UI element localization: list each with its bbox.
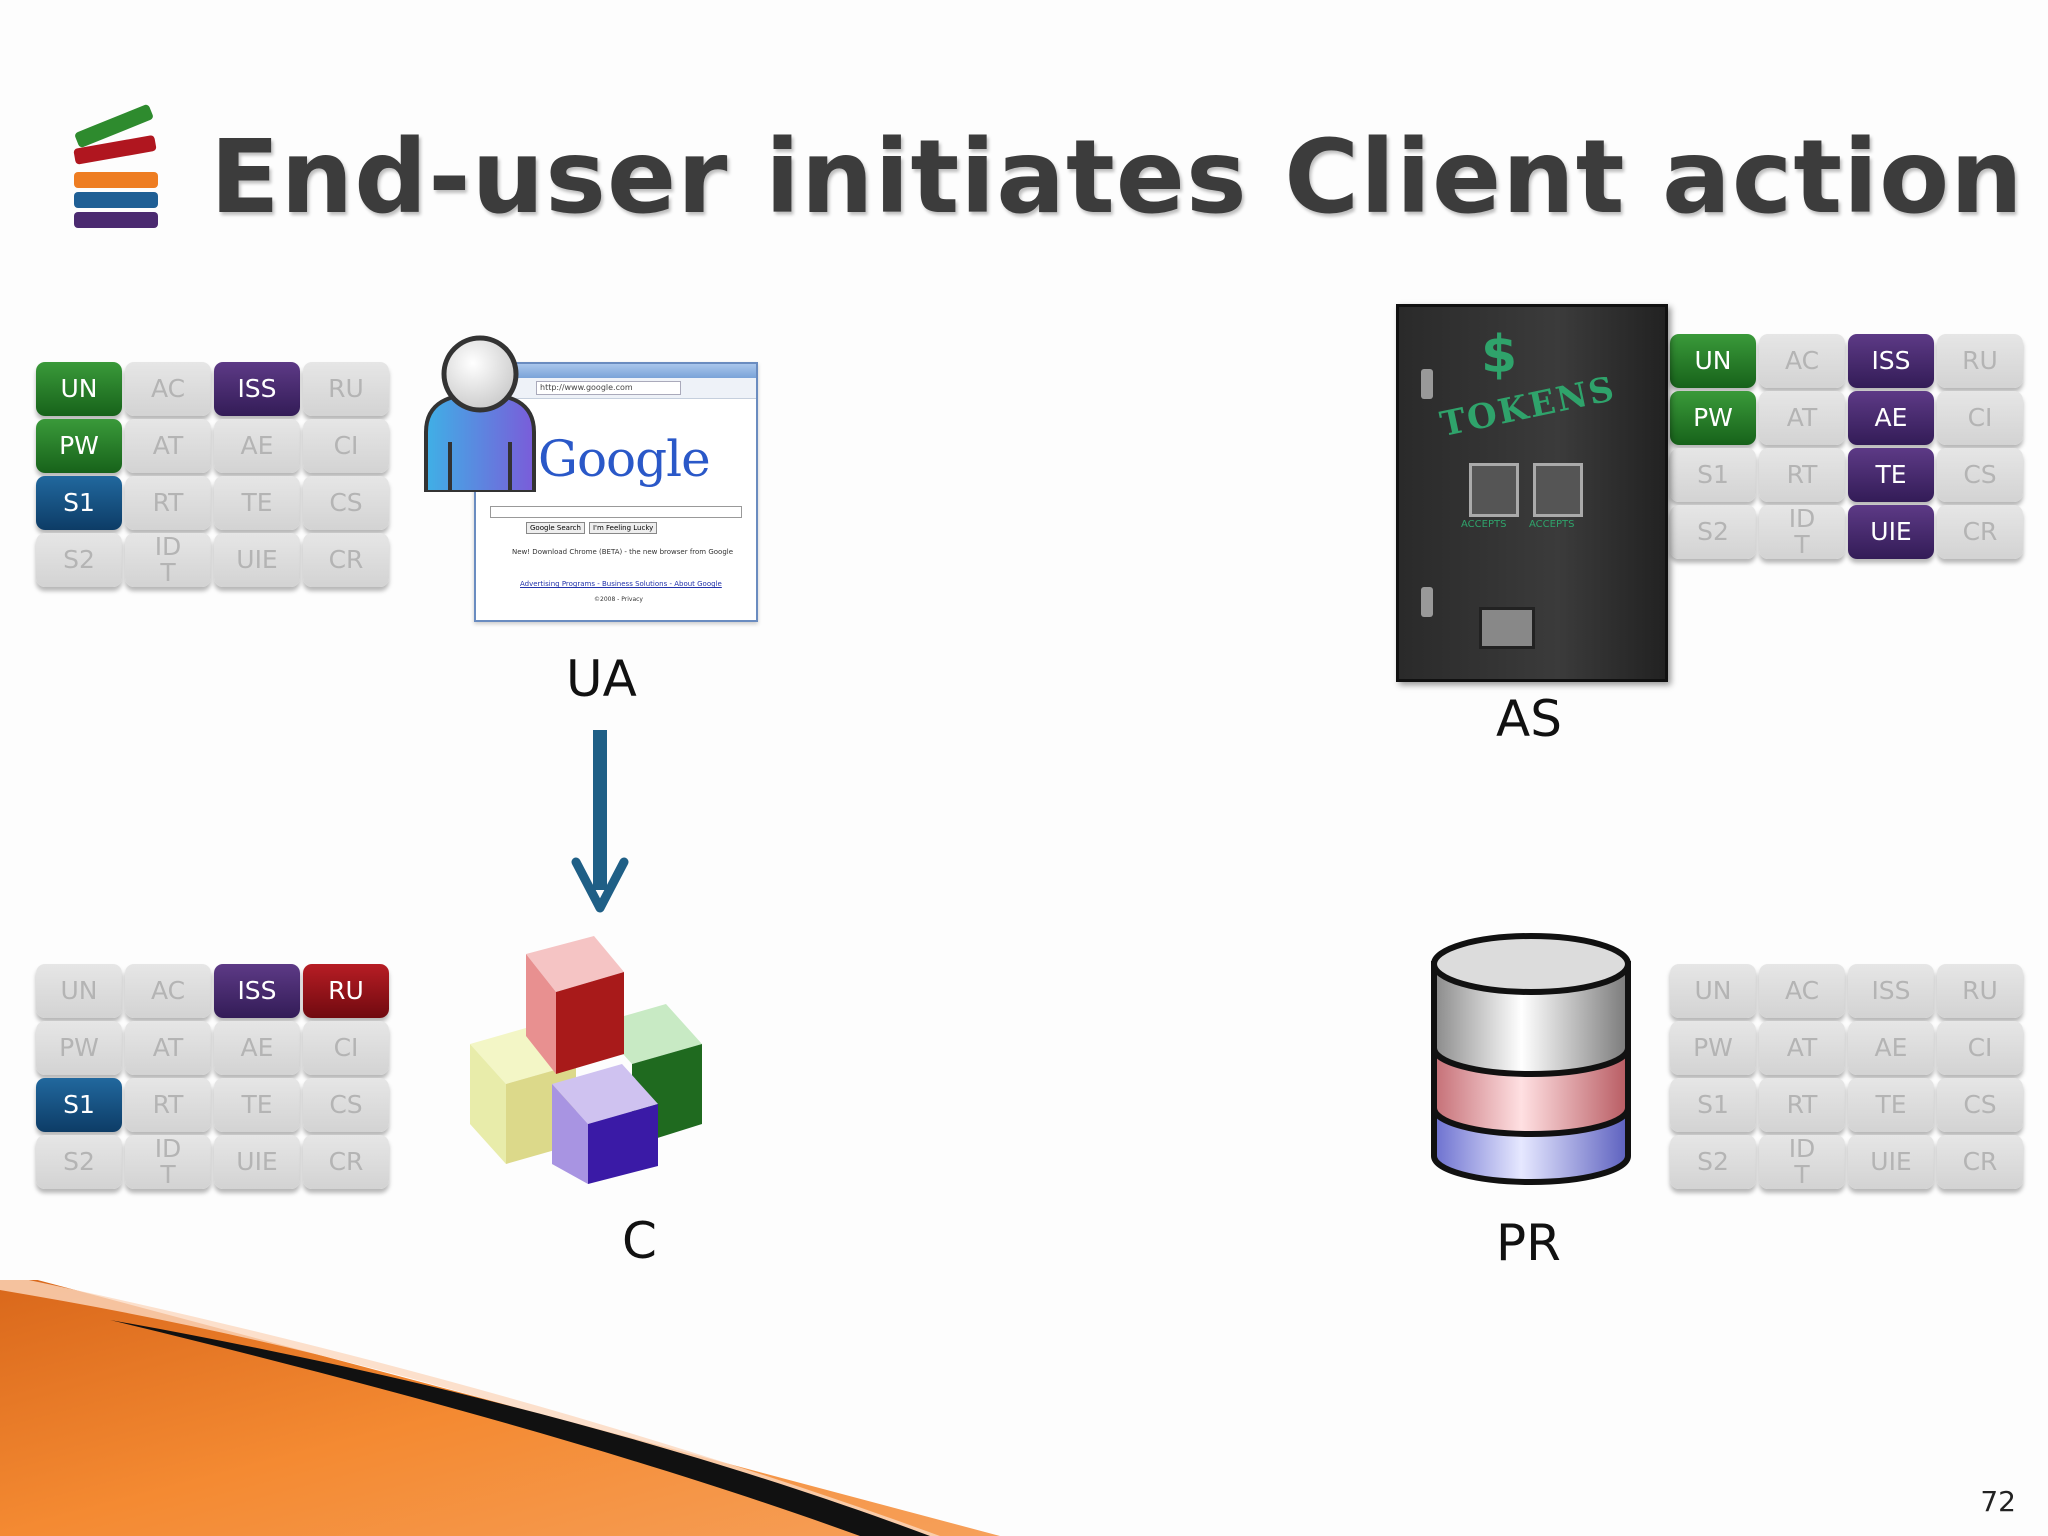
token-tile-uie: UIE: [214, 1135, 300, 1189]
cubes-icon: [470, 936, 702, 1184]
token-tile-ru: RU: [303, 964, 389, 1018]
token-tile-s2: S2: [1670, 1135, 1756, 1189]
token-tile-ci: CI: [303, 419, 389, 473]
token-tile-un: UN: [1670, 334, 1756, 388]
token-tile-iss: ISS: [1848, 334, 1934, 388]
token-tile-ae: AE: [1848, 391, 1934, 445]
token-tile-s2: S2: [1670, 505, 1756, 559]
token-tile-pw: PW: [36, 1021, 122, 1075]
token-tile-iss: ISS: [214, 964, 300, 1018]
token-tile-at: AT: [125, 1021, 211, 1075]
token-tile-cr: CR: [1937, 1135, 2023, 1189]
token-tile-at: AT: [125, 419, 211, 473]
token-tile-ae: AE: [1848, 1021, 1934, 1075]
label-ua: UA: [566, 650, 637, 708]
token-tile-rt: RT: [125, 476, 211, 530]
token-tile-s2: S2: [36, 533, 122, 587]
token-tile-uie: UIE: [1848, 505, 1934, 559]
browser-links[interactable]: Advertising Programs - Business Solution…: [520, 580, 722, 588]
dollar-sign: $: [1481, 325, 1518, 385]
browser-promo: New! Download Chrome (BETA) - the new br…: [512, 548, 734, 556]
token-tile-un: UN: [36, 964, 122, 1018]
token-tile-ru: RU: [303, 362, 389, 416]
token-tile-s1: S1: [1670, 1078, 1756, 1132]
token-tile-ae: AE: [214, 419, 300, 473]
token-tile-idt: ID T: [125, 533, 211, 587]
token-tile-iss: ISS: [1848, 964, 1934, 1018]
token-tile-pw: PW: [1670, 391, 1756, 445]
token-tile-idt: ID T: [1759, 1135, 1845, 1189]
database-icon: [1431, 933, 1631, 1185]
token-tile-s1: S1: [36, 476, 122, 530]
token-tile-te: TE: [1848, 1078, 1934, 1132]
label-as: AS: [1496, 690, 1562, 748]
token-tile-ru: RU: [1937, 334, 2023, 388]
token-tile-s1: S1: [1670, 448, 1756, 502]
slot-label-right: ACCEPTS: [1529, 519, 1575, 530]
token-tile-cr: CR: [303, 533, 389, 587]
token-tile-ci: CI: [1937, 391, 2023, 445]
down-arrow-icon: [571, 730, 629, 913]
token-tile-ae: AE: [214, 1021, 300, 1075]
user-icon: [424, 335, 536, 492]
token-tile-s2: S2: [36, 1135, 122, 1189]
token-tile-ru: RU: [1937, 964, 2023, 1018]
token-tile-un: UN: [36, 362, 122, 416]
browser-logo: Google: [538, 430, 711, 488]
token-tile-cr: CR: [303, 1135, 389, 1189]
page-number: 72: [1980, 1485, 2016, 1518]
token-tile-cs: CS: [1937, 448, 2023, 502]
slot-label-left: ACCEPTS: [1461, 519, 1507, 530]
token-tile-idt: ID T: [1759, 505, 1845, 559]
token-tile-uie: UIE: [1848, 1135, 1934, 1189]
token-tile-ac: AC: [1759, 334, 1845, 388]
token-tile-ac: AC: [125, 964, 211, 1018]
label-pr: PR: [1496, 1214, 1561, 1272]
token-tile-uie: UIE: [214, 533, 300, 587]
token-tile-cs: CS: [303, 1078, 389, 1132]
token-tile-ci: CI: [1937, 1021, 2023, 1075]
token-tile-at: AT: [1759, 1021, 1845, 1075]
token-tile-rt: RT: [125, 1078, 211, 1132]
token-tile-un: UN: [1670, 964, 1756, 1018]
token-tile-idt: ID T: [125, 1135, 211, 1189]
token-tile-ac: AC: [1759, 964, 1845, 1018]
token-tile-ci: CI: [303, 1021, 389, 1075]
machine-brand: TOKENS: [1436, 368, 1620, 446]
token-tile-iss: ISS: [214, 362, 300, 416]
label-c: C: [622, 1212, 657, 1270]
token-tile-rt: RT: [1759, 448, 1845, 502]
slide-title: End-user initiates Client action: [210, 118, 2024, 237]
token-machine-image: $ TOKENS ACCEPTS ACCEPTS: [1396, 304, 1668, 682]
lucky-button[interactable]: I'm Feeling Lucky: [588, 522, 658, 534]
token-tile-te: TE: [214, 476, 300, 530]
token-tile-cs: CS: [303, 476, 389, 530]
token-tile-rt: RT: [1759, 1078, 1845, 1132]
stacked-books-icon: [73, 104, 158, 228]
token-tile-te: TE: [214, 1078, 300, 1132]
token-tile-at: AT: [1759, 391, 1845, 445]
browser-footer: ©2008 - Privacy: [594, 596, 643, 603]
token-tile-s1: S1: [36, 1078, 122, 1132]
token-tile-te: TE: [1848, 448, 1934, 502]
token-tile-pw: PW: [36, 419, 122, 473]
swoosh-decoration: [0, 1280, 1000, 1536]
browser-url-bar: http://www.google.com: [536, 381, 681, 395]
token-tile-cr: CR: [1937, 505, 2023, 559]
token-tile-ac: AC: [125, 362, 211, 416]
search-button[interactable]: Google Search: [526, 522, 585, 534]
token-tile-pw: PW: [1670, 1021, 1756, 1075]
token-tile-cs: CS: [1937, 1078, 2023, 1132]
